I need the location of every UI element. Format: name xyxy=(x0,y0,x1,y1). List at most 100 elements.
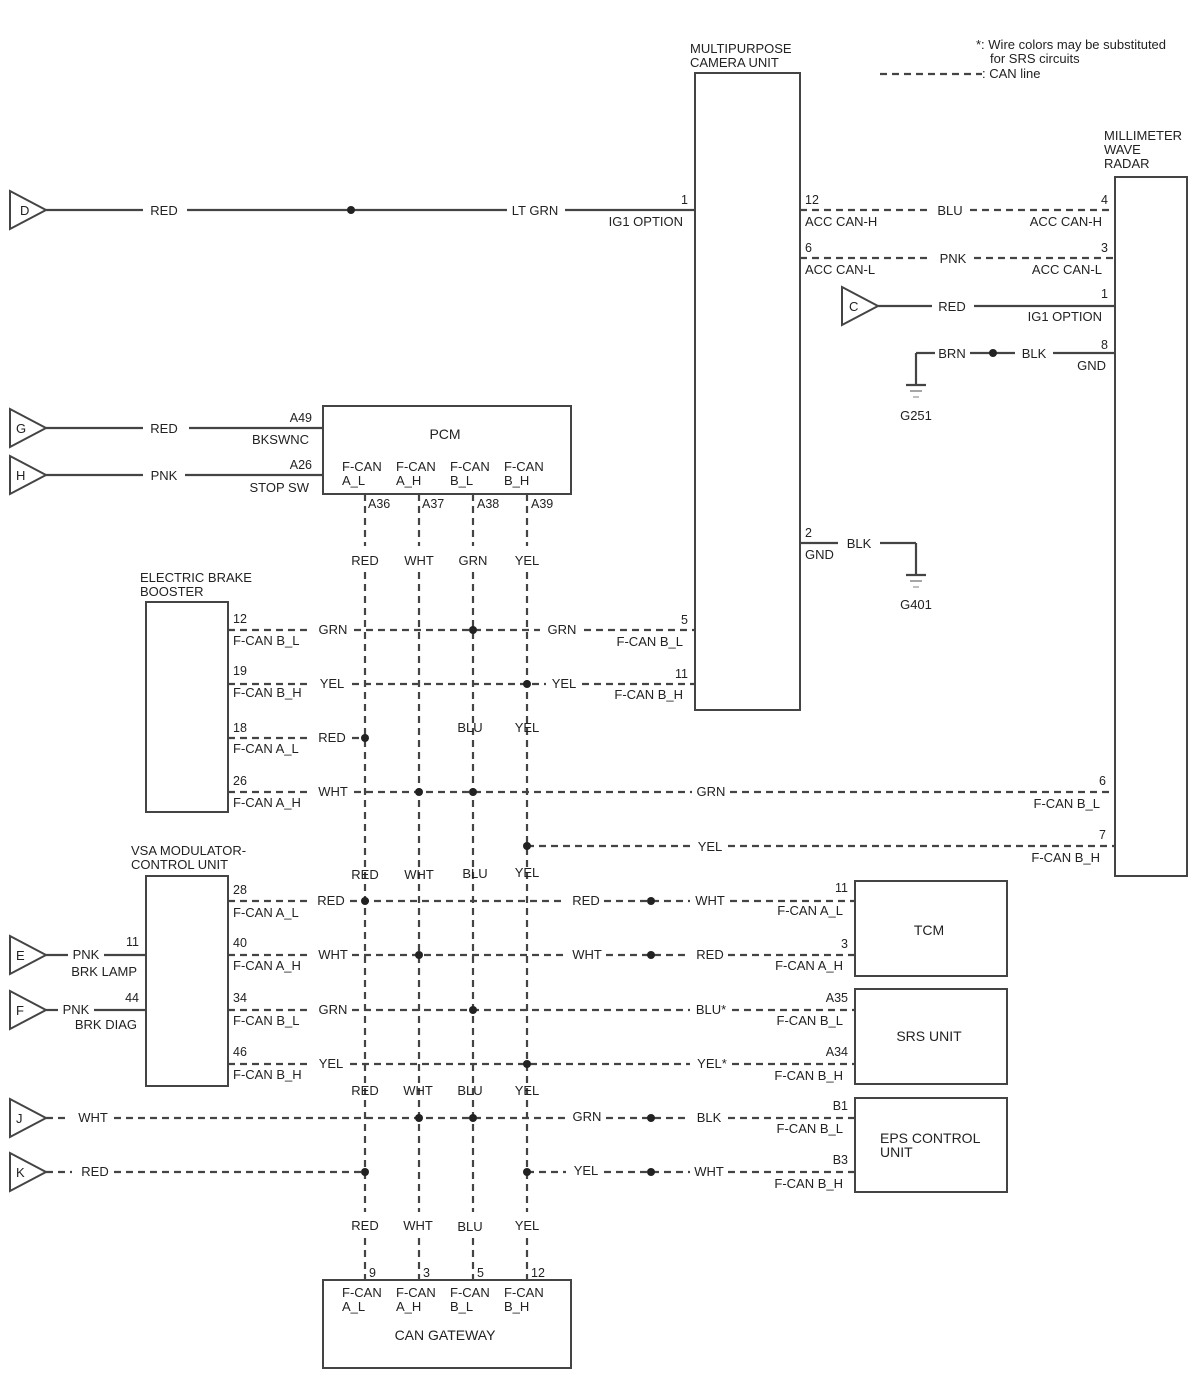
svg-text:YEL: YEL xyxy=(574,1163,599,1178)
svg-text:STOP SW: STOP SW xyxy=(250,480,310,495)
svg-text:RED: RED xyxy=(938,299,965,314)
radar-title-1: MILLIMETER xyxy=(1104,128,1182,143)
svg-text:12: 12 xyxy=(531,1266,545,1280)
svg-text:F-CAN: F-CAN xyxy=(342,1285,382,1300)
svg-text:F-CAN A_H: F-CAN A_H xyxy=(233,795,301,810)
svg-text:F-CAN: F-CAN xyxy=(504,459,544,474)
svg-text:RED: RED xyxy=(317,893,344,908)
svg-text:GRN: GRN xyxy=(697,784,726,799)
svg-text:F-CAN B_L: F-CAN B_L xyxy=(777,1121,843,1136)
solid-wires xyxy=(46,208,1115,1012)
svg-text:BLK: BLK xyxy=(847,536,872,551)
svg-text:YEL: YEL xyxy=(552,676,577,691)
svg-text:B_L: B_L xyxy=(450,473,473,488)
svg-text:12: 12 xyxy=(805,193,819,207)
svg-text:BRK LAMP: BRK LAMP xyxy=(71,964,137,979)
svg-text:LT GRN: LT GRN xyxy=(512,203,558,218)
svg-text:F-CAN: F-CAN xyxy=(504,1285,544,1300)
svg-text:WHT: WHT xyxy=(404,867,434,882)
svg-text:B1: B1 xyxy=(833,1099,848,1113)
svg-text:A34: A34 xyxy=(826,1045,848,1059)
connector-c: C xyxy=(841,285,881,327)
svg-text:B3: B3 xyxy=(833,1153,848,1167)
ground-g401: G401 xyxy=(900,597,932,612)
svg-text:F-CAN B_L: F-CAN B_L xyxy=(617,634,683,649)
svg-text:WHT: WHT xyxy=(404,553,434,568)
svg-text:F-CAN A_L: F-CAN A_L xyxy=(777,903,843,918)
svg-text:BLK: BLK xyxy=(1022,346,1047,361)
svg-text:GND: GND xyxy=(1077,358,1106,373)
vsa-title-1: VSA MODULATOR- xyxy=(131,843,246,858)
svg-text:PNK: PNK xyxy=(151,468,178,483)
svg-text:26: 26 xyxy=(233,774,247,788)
connector-d: D xyxy=(9,189,49,231)
svg-text:A36: A36 xyxy=(368,497,390,511)
svg-text:IG1 OPTION: IG1 OPTION xyxy=(609,214,683,229)
svg-text:YEL: YEL xyxy=(698,839,723,854)
svg-text:J: J xyxy=(16,1111,23,1126)
ground-g251: G251 xyxy=(900,408,932,423)
svg-text:WHT: WHT xyxy=(695,893,725,908)
svg-text:F-CAN B_H: F-CAN B_H xyxy=(233,1067,302,1082)
svg-text:GND: GND xyxy=(805,547,834,562)
svg-text:F-CAN B_H: F-CAN B_H xyxy=(233,685,302,700)
svg-text:3: 3 xyxy=(423,1266,430,1280)
svg-text:6: 6 xyxy=(805,241,812,255)
vsa-title-2: CONTROL UNIT xyxy=(131,857,228,872)
ebb-box xyxy=(145,601,229,813)
svg-text:G: G xyxy=(16,421,26,436)
svg-text:44: 44 xyxy=(125,991,139,1005)
svg-text:GRN: GRN xyxy=(319,1002,348,1017)
svg-text:F-CAN: F-CAN xyxy=(396,1285,436,1300)
svg-text:YEL: YEL xyxy=(319,1056,344,1071)
svg-text:A38: A38 xyxy=(477,497,499,511)
svg-text:3: 3 xyxy=(1101,241,1108,255)
svg-text:F-CAN B_H: F-CAN B_H xyxy=(1031,850,1100,865)
svg-text:GRN: GRN xyxy=(459,553,488,568)
svg-text:B_H: B_H xyxy=(504,473,529,488)
svg-text:8: 8 xyxy=(1101,338,1108,352)
svg-text:11: 11 xyxy=(675,667,688,681)
svg-text:F-CAN A_H: F-CAN A_H xyxy=(233,958,301,973)
camera-unit-box xyxy=(694,72,801,711)
svg-text:F-CAN: F-CAN xyxy=(342,459,382,474)
note-legend: : CAN line xyxy=(982,66,1041,81)
svg-text:19: 19 xyxy=(233,664,247,678)
svg-text:A_H: A_H xyxy=(396,1299,421,1314)
svg-text:YEL: YEL xyxy=(515,720,540,735)
svg-text:RED: RED xyxy=(351,553,378,568)
svg-text:A49: A49 xyxy=(290,411,312,425)
svg-text:BLU*: BLU* xyxy=(696,1002,726,1017)
svg-text:WHT: WHT xyxy=(78,1110,108,1125)
svg-text:11: 11 xyxy=(835,881,848,895)
eps-title-2: UNIT xyxy=(880,1144,913,1160)
srs-title: SRS UNIT xyxy=(896,1028,962,1044)
svg-text:PNK: PNK xyxy=(940,251,967,266)
signal-labels: IG1 OPTION ACC CAN-H ACC CAN-L GND F-CAN… xyxy=(71,214,1106,1314)
connector-h: H xyxy=(9,454,49,496)
pcm-title: PCM xyxy=(429,426,460,442)
svg-text:A35: A35 xyxy=(826,991,848,1005)
svg-text:ACC CAN-H: ACC CAN-H xyxy=(1030,214,1102,229)
svg-text:RED: RED xyxy=(696,947,723,962)
svg-text:A_H: A_H xyxy=(396,473,421,488)
note-line2: for SRS circuits xyxy=(990,51,1080,66)
svg-text:RED: RED xyxy=(351,867,378,882)
vsa-box xyxy=(145,875,229,1087)
svg-text:F: F xyxy=(16,1003,24,1018)
pin-numbers: 1 12 6 2 5 11 4 3 1 8 6 7 A49 A26 A36 A3… xyxy=(125,193,1108,1280)
svg-text:46: 46 xyxy=(233,1045,247,1059)
gateway-box xyxy=(322,1279,572,1369)
svg-text:RED: RED xyxy=(150,421,177,436)
eps-title-1: EPS CONTROL xyxy=(880,1130,981,1146)
srs-box xyxy=(854,988,1008,1085)
svg-text:YEL*: YEL* xyxy=(697,1056,727,1071)
svg-text:11: 11 xyxy=(126,935,139,949)
note-line1: *: Wire colors may be substituted xyxy=(976,37,1166,52)
svg-text:F-CAN B_H: F-CAN B_H xyxy=(774,1176,843,1191)
svg-text:C: C xyxy=(849,299,858,314)
svg-text:F-CAN A_H: F-CAN A_H xyxy=(775,958,843,973)
svg-text:40: 40 xyxy=(233,936,247,950)
eps-box xyxy=(854,1097,1008,1193)
svg-text:F-CAN A_L: F-CAN A_L xyxy=(233,741,299,756)
